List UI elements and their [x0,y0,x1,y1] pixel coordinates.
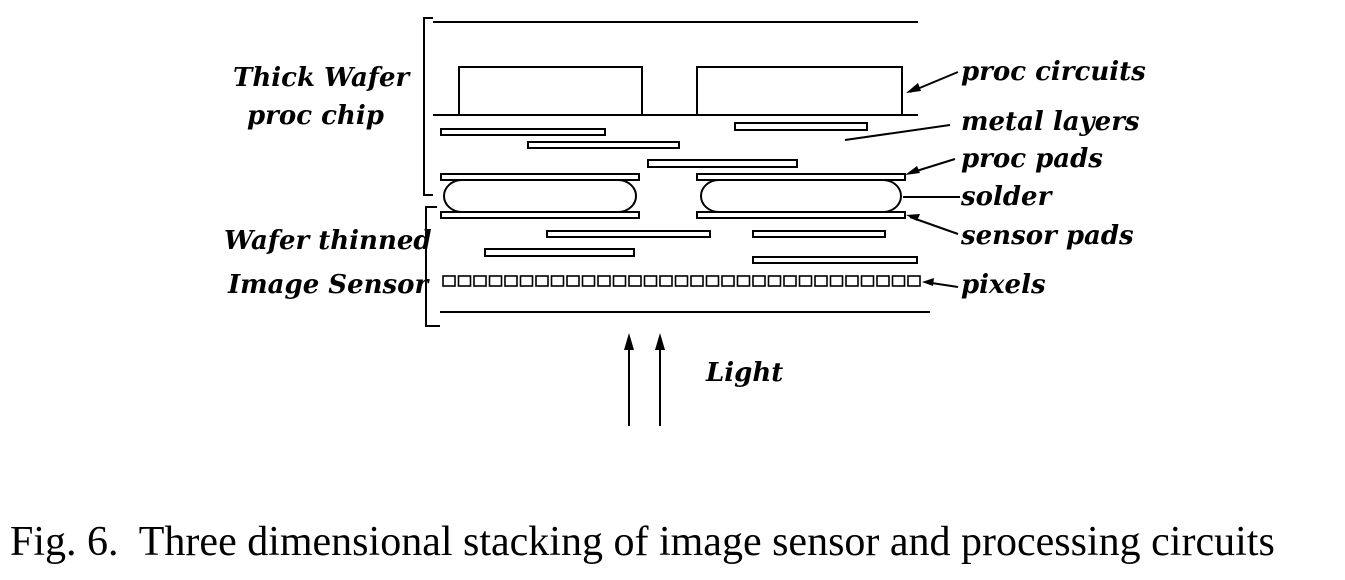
sensor-pads-label: sensor pads [960,221,1134,251]
proc-circuits-label: proc circuits [961,57,1146,87]
pixel [705,275,720,287]
pixel [535,275,549,287]
pixel [783,275,797,287]
solder-label: solder [960,182,1054,212]
pixel [690,275,704,287]
light-arrow-head [655,333,665,350]
pixel [736,275,751,287]
sensor-metal-layer [752,256,918,264]
caption-text: Three dimensional stacking of image sens… [138,519,1275,565]
pixel-array [442,275,921,287]
pixels-arrow-head [922,278,934,286]
pixel [798,275,813,287]
metal-layer [734,122,868,131]
sensor-pad [696,211,906,219]
metal-layers-label: metal layers [961,107,1140,137]
sensor-label-line1: Wafer thinned [224,226,432,256]
sensor-pad [440,211,640,219]
pixel [876,275,890,287]
proc-pads-arrow-head [905,166,920,175]
pixel [907,275,921,287]
pixel [860,275,875,287]
proc-chip-bracket [423,17,433,196]
pixel [628,275,642,287]
pixel [519,275,534,287]
pixel [581,275,596,287]
proc-circuit-block [696,66,903,116]
pixel [504,275,518,287]
sensor-bracket [425,206,440,327]
figure-caption: Fig. 6. Three dimensional stacking of im… [10,512,1340,572]
sensor-metal-layer [546,230,711,238]
pixel [674,275,689,287]
pixel [566,275,580,287]
pixel [721,275,735,287]
light-arrow-head [624,333,634,350]
pixel [488,275,503,287]
pixel [442,275,456,287]
proc-chip-label-line1: Thick Wafer [233,63,412,93]
pixel [814,275,828,287]
figure-number: Fig. 6. [10,519,119,565]
pixel [891,275,906,287]
metal-layers-pointer [844,124,951,141]
pixel [643,275,658,287]
proc-pads-label: proc pads [961,144,1103,174]
metal-layer [440,128,606,136]
sensor-metal-layer [752,230,886,238]
sensor-pads-arrow-head [906,214,920,221]
metal-layer [647,159,798,168]
pixel [845,275,859,287]
solder-bump [700,179,902,213]
pixel [829,275,844,287]
pixel [659,275,673,287]
pixel [612,275,627,287]
pixel [473,275,487,287]
proc-circuits-arrow-head [906,83,921,93]
proc-chip-label-line2: proc chip [247,101,384,131]
pixel [457,275,472,287]
pixels-label: pixels [961,270,1046,300]
solder-bump [443,179,637,213]
sensor-metal-layer [484,248,635,257]
pixel [767,275,782,287]
pixel [550,275,565,287]
sensor-label-line2: Image Sensor [227,270,430,300]
sensor-pads-pointer [909,216,959,235]
pixel [752,275,766,287]
pixel [597,275,611,287]
light-label: Light [705,358,783,388]
metal-layer [527,141,680,149]
proc-circuit-block [458,66,643,116]
